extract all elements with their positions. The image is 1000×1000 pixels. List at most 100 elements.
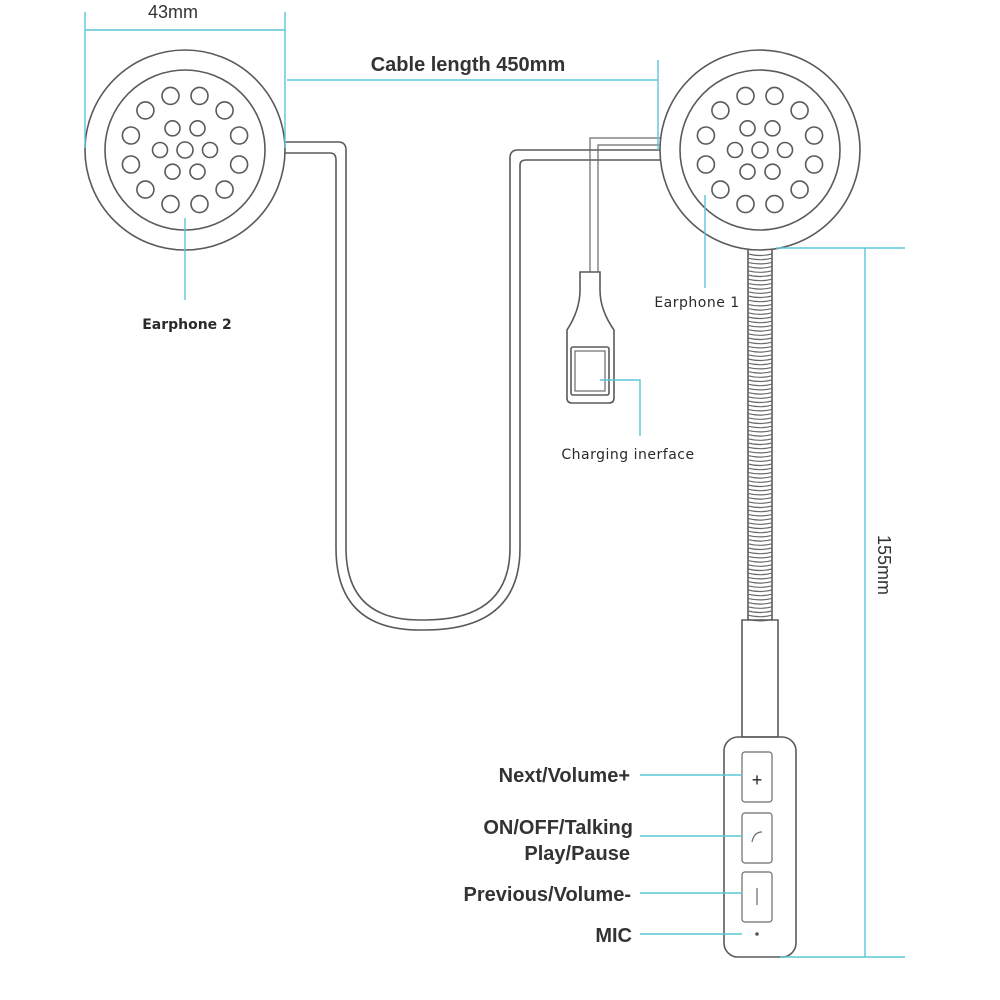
gooseneck-rib — [747, 509, 773, 513]
gooseneck-rib — [747, 308, 773, 311]
gooseneck-rib — [747, 341, 773, 345]
speaker-hole — [726, 141, 744, 159]
speaker-hole — [190, 194, 209, 214]
gooseneck-rib — [747, 534, 773, 538]
gooseneck-rib — [747, 408, 773, 412]
gooseneck-rib — [747, 471, 773, 475]
gooseneck-rib — [747, 354, 773, 357]
gooseneck-rib — [747, 543, 773, 546]
earphone-2-speaker-holes — [121, 86, 249, 214]
gooseneck-rib — [747, 497, 773, 500]
gooseneck-rib — [747, 396, 773, 399]
gooseneck-rib — [747, 299, 773, 303]
gooseneck-rib — [747, 484, 773, 488]
gooseneck-rib — [747, 425, 773, 429]
gooseneck-rib — [747, 555, 773, 559]
gooseneck-rib — [747, 291, 773, 294]
gooseneck-rib — [747, 421, 773, 425]
speaker-hole — [696, 126, 716, 145]
gooseneck-rib — [747, 392, 773, 395]
gooseneck-rib — [747, 287, 773, 290]
gooseneck-rib — [747, 551, 773, 555]
speaker-hole — [764, 163, 781, 180]
speaker-hole — [136, 101, 155, 120]
gooseneck-rib — [747, 282, 773, 286]
gooseneck-rib — [747, 320, 773, 324]
speaker-hole — [121, 126, 141, 145]
on-off-label-line2: Play/Pause — [524, 843, 630, 865]
gooseneck-rib — [747, 526, 773, 530]
speaker-hole — [751, 141, 769, 159]
mic-label: MIC — [595, 925, 632, 947]
phone-icon — [751, 831, 763, 843]
next-volume-up-label: Next/Volume+ — [499, 765, 630, 787]
earphone-1-inner-ring — [679, 69, 841, 231]
control-module: + — [723, 736, 797, 958]
gooseneck-rib — [747, 429, 773, 433]
gooseneck-rib — [747, 480, 773, 483]
gooseneck-rib — [747, 450, 773, 454]
speaker-hole — [151, 141, 169, 159]
gooseneck-rib — [747, 253, 773, 257]
earphone-2-label: Earphone 2 — [142, 317, 232, 333]
speaker-hole — [736, 194, 755, 214]
gooseneck-rib — [747, 375, 773, 378]
gooseneck-rib — [747, 597, 773, 601]
gooseneck-ribs — [747, 253, 773, 622]
gooseneck-rib — [747, 572, 773, 576]
gooseneck-rib — [747, 593, 773, 597]
gooseneck-rib — [747, 513, 773, 517]
gooseneck-rib — [747, 379, 773, 383]
gooseneck-rib — [747, 312, 773, 315]
speaker-hole — [696, 155, 716, 174]
earphone-1-outer-ring — [659, 49, 861, 251]
gooseneck-rib — [747, 278, 773, 282]
gooseneck-rib — [747, 371, 773, 374]
charging-interface-label: Charging inerface — [561, 447, 694, 463]
speaker-hole — [189, 163, 206, 180]
gooseneck-rib — [747, 383, 773, 387]
gooseneck-rib — [747, 476, 773, 479]
gooseneck-rib — [747, 522, 773, 525]
speaker-hole — [164, 120, 181, 137]
speaker-hole — [164, 163, 181, 180]
gooseneck-rib — [747, 350, 773, 353]
on-off-label-line1: ON/OFF/Talking — [483, 817, 633, 839]
gooseneck-rib — [747, 333, 773, 336]
gooseneck-rib — [747, 329, 773, 332]
earphone-2-inner-ring — [104, 69, 266, 231]
gooseneck-rib — [747, 463, 773, 467]
gooseneck-rib — [747, 581, 773, 584]
speaker-hole — [161, 86, 180, 106]
gooseneck-rib — [747, 417, 773, 420]
gooseneck-rib — [747, 404, 773, 408]
on-off-button — [741, 812, 773, 864]
gooseneck-rib — [747, 614, 773, 618]
speaker-hole — [229, 155, 249, 174]
gooseneck-rib — [747, 337, 773, 341]
speaker-hole — [776, 141, 794, 159]
gooseneck-rib — [747, 539, 773, 542]
width-dimension-label: 43mm — [148, 2, 198, 22]
speaker-hole — [739, 120, 756, 137]
speaker-hole — [736, 86, 755, 106]
gooseneck-rib — [747, 467, 773, 471]
gooseneck-rib — [747, 602, 773, 605]
gooseneck-rib — [747, 501, 773, 504]
gooseneck-rib — [747, 324, 773, 328]
gooseneck-rib — [747, 589, 773, 593]
mic-length-label: 155mm — [874, 535, 894, 595]
gooseneck-rib — [747, 610, 773, 614]
earphone-1-label: Earphone 1 — [654, 295, 739, 311]
gooseneck-rib — [747, 316, 773, 320]
speaker-hole — [215, 180, 234, 199]
gooseneck-rib — [747, 434, 773, 437]
dimension-lines — [84, 12, 905, 958]
speaker-hole — [804, 155, 824, 174]
gooseneck-rib — [747, 303, 773, 307]
charging-branch — [566, 137, 660, 404]
speaker-hole — [121, 155, 141, 174]
previous-volume-down-button — [741, 871, 773, 923]
cable-length-label: Cable length 450mm — [371, 54, 566, 76]
